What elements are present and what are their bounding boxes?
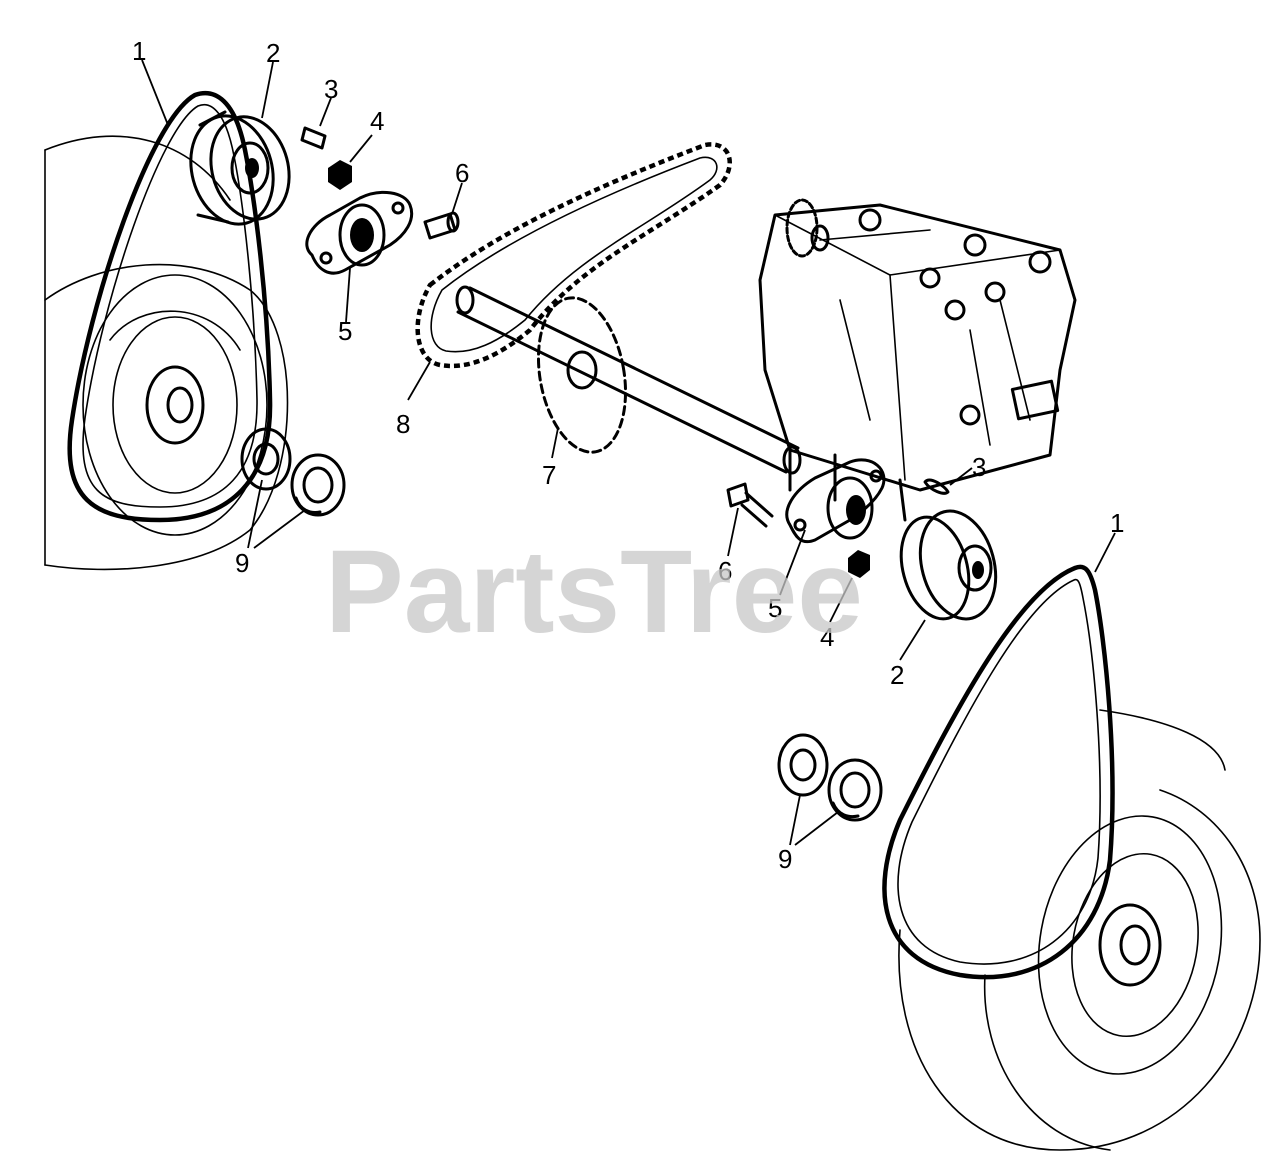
right-bolt (726, 482, 774, 528)
callout-7: 7 (542, 460, 556, 490)
callout-9-right: 9 (778, 844, 792, 874)
right-bearing-flange (785, 458, 886, 544)
left-pulley (189, 110, 291, 226)
sprocket (536, 296, 628, 454)
callout-3-left: 3 (324, 74, 338, 104)
right-pulley (899, 509, 998, 621)
left-washers (240, 427, 346, 517)
callout-1-right: 1 (1110, 508, 1124, 538)
callout-6-right: 6 (718, 556, 732, 586)
left-bearing-flange (305, 190, 414, 275)
callout-labels: 1 2 3 4 5 6 8 7 9 3 6 5 4 2 1 9 (132, 36, 1124, 874)
left-drive-belt (67, 90, 273, 523)
right-drive-belt (882, 564, 1115, 980)
callout-5-right: 5 (768, 593, 782, 623)
left-bolt (423, 211, 460, 240)
right-wheel (898, 709, 1261, 1151)
callout-3-right: 3 (972, 452, 986, 482)
right-washers (777, 733, 883, 822)
left-nut (328, 160, 352, 190)
axle-shaft (455, 285, 802, 475)
callout-2-right: 2 (890, 660, 904, 690)
transmission-housing (758, 198, 1077, 522)
callout-9-left: 9 (235, 548, 249, 578)
callout-8: 8 (396, 409, 410, 439)
callout-1-left: 1 (132, 36, 146, 66)
leader-lines (141, 59, 1116, 846)
right-nut (848, 550, 870, 578)
callout-2-left: 2 (266, 38, 280, 68)
watermark-text: PartsTree (325, 526, 863, 658)
callout-5-left: 5 (338, 316, 352, 346)
callout-4-right: 4 (820, 622, 834, 652)
callout-4-left: 4 (370, 106, 384, 136)
left-wheel (44, 135, 289, 571)
drive-chain (415, 142, 732, 369)
right-key (923, 478, 950, 495)
left-key (300, 126, 327, 150)
callout-6-left: 6 (455, 158, 469, 188)
